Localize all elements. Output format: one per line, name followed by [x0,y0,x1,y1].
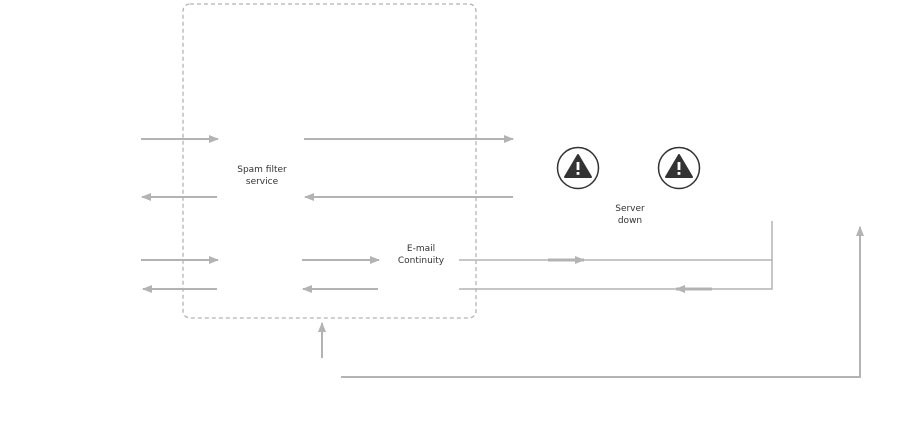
warning-icon [556,146,600,190]
server-down-label-line2: down [617,216,643,226]
return-path-line [341,226,864,378]
cloud-services-boundary [182,3,477,319]
spam-filter-label: Spam filter service [217,164,307,188]
email-continuity-label-line2: Continuity [397,256,445,266]
warning-icon [657,146,701,190]
spam-filter-label-line1: Spam filter [237,165,287,175]
email-continuity-label: E-mail Continuity [376,243,466,267]
sync-line-inbound [459,260,773,290]
spam-filter-label-line2: service [245,177,279,187]
server-down-label: Server down [585,203,675,227]
email-continuity-label-line1: E-mail [406,244,436,254]
server-down-label-line1: Server [615,204,645,214]
